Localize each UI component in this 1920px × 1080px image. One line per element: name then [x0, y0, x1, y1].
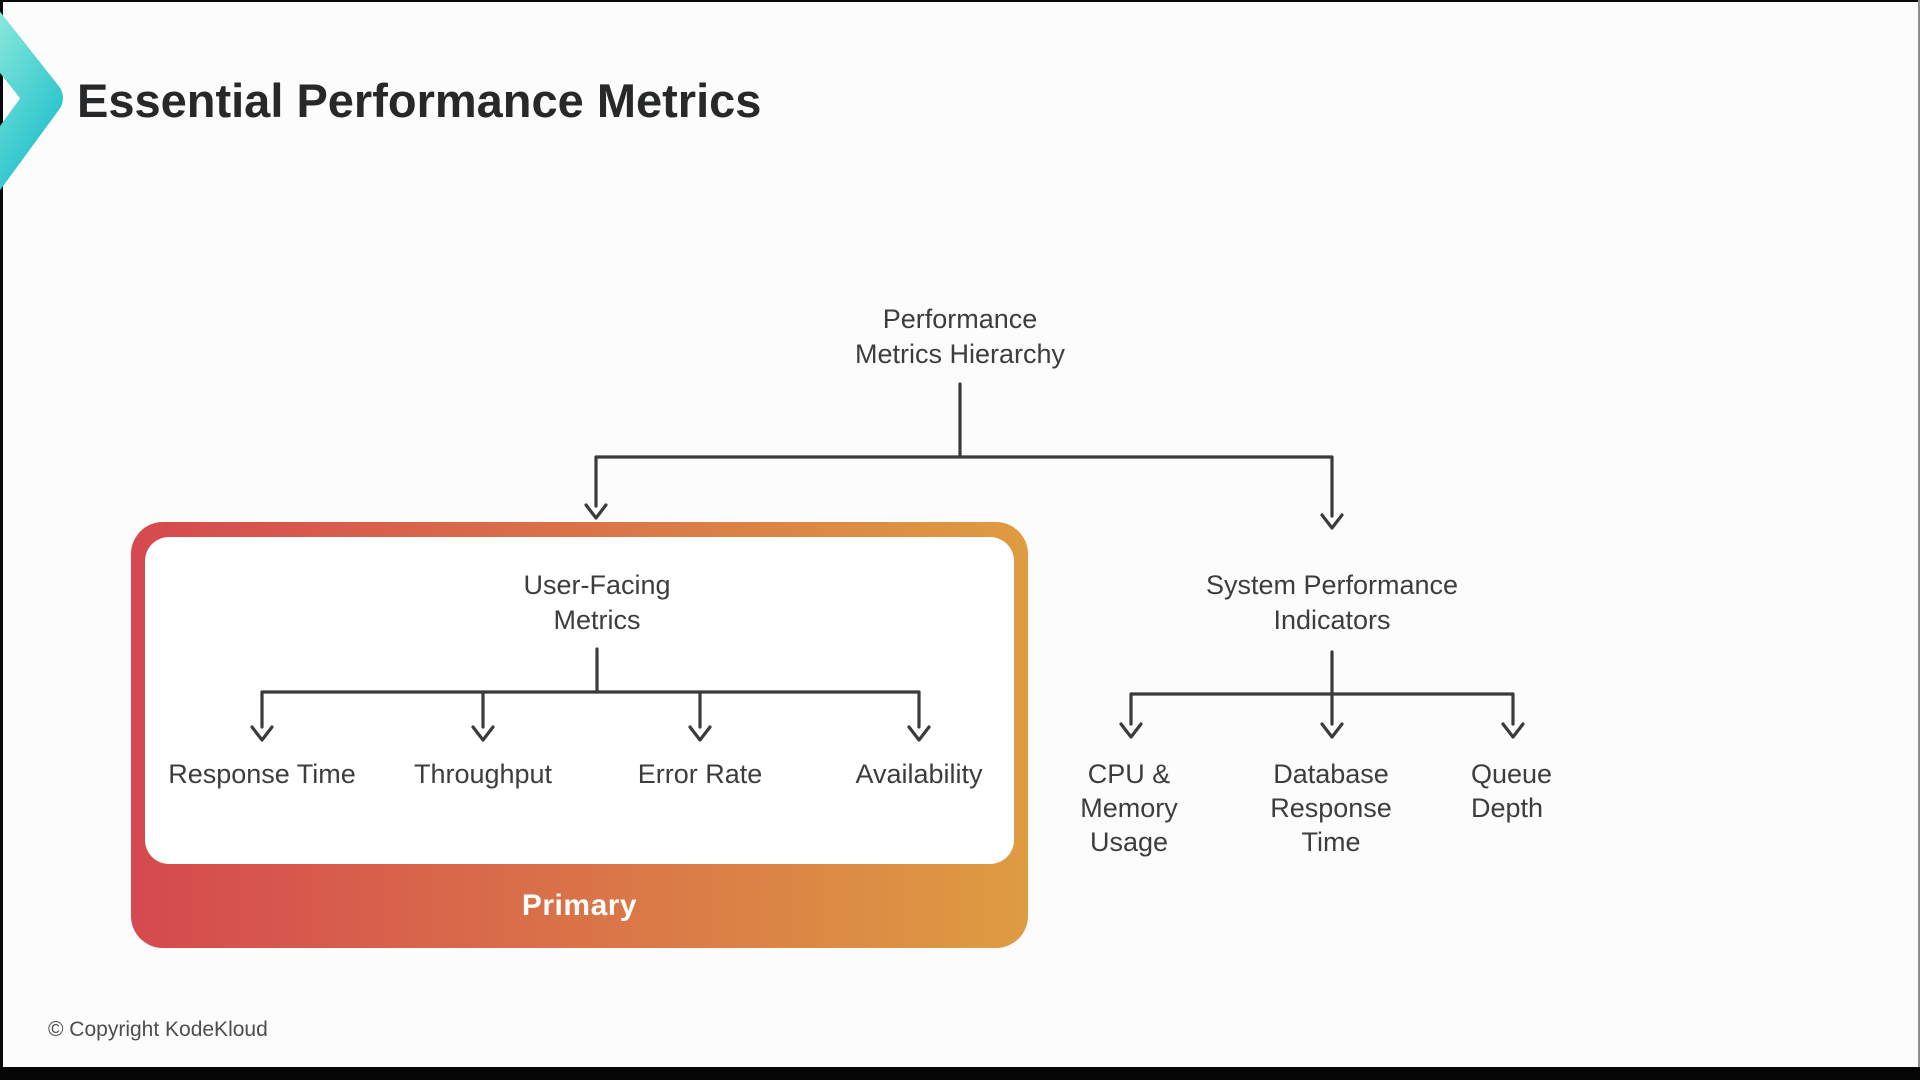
kodekloud-chevron-logo-icon [0, 11, 63, 191]
node-throughput: Throughput [413, 759, 553, 789]
slide-title: Essential Performance Metrics [77, 74, 762, 127]
node-response-time: Response Time [168, 759, 356, 789]
connector-system-rail [1129, 692, 1515, 726]
screen-edge-left [0, 0, 3, 1067]
primary-group-box: Primary [131, 522, 1028, 948]
primary-tag-label: Primary [521, 889, 638, 922]
screen-edge-bottom [0, 1067, 1920, 1080]
arrowhead-left-branch-icon [584, 503, 608, 520]
arrowhead-database-icon [1320, 722, 1344, 739]
node-availability: Availability [855, 759, 983, 789]
node-user-facing-metrics: User-Facing Metrics [523, 570, 671, 635]
node-database-response-time: Database Response Time [1270, 759, 1392, 857]
primary-group-box-inner [145, 537, 1014, 864]
arrowhead-error-rate-icon [688, 725, 712, 742]
node-performance-metrics-hierarchy: Performance Metrics Hierarchy [854, 304, 1066, 369]
arrowhead-cpu-memory-icon [1119, 722, 1143, 739]
arrowhead-right-branch-icon [1320, 513, 1344, 530]
screen-edge-right [1918, 0, 1920, 1067]
node-error-rate: Error Rate [637, 759, 763, 789]
node-system-performance-indicators: System Performance Indicators [1205, 570, 1459, 635]
arrowhead-throughput-icon [471, 725, 495, 742]
connector-root-branches [594, 455, 1334, 518]
arrowhead-availability-icon [907, 725, 931, 742]
node-queue-depth: Queue Depth [1471, 759, 1553, 823]
connector-userfacing-rail [260, 690, 921, 729]
copyright-text: © Copyright KodeKloud [48, 1018, 268, 1041]
screen-edge-top [0, 0, 1920, 2]
arrowhead-response-time-icon [250, 725, 274, 742]
node-cpu-memory-usage: CPU & Memory Usage [1080, 759, 1178, 857]
arrowhead-queue-depth-icon [1501, 722, 1525, 739]
